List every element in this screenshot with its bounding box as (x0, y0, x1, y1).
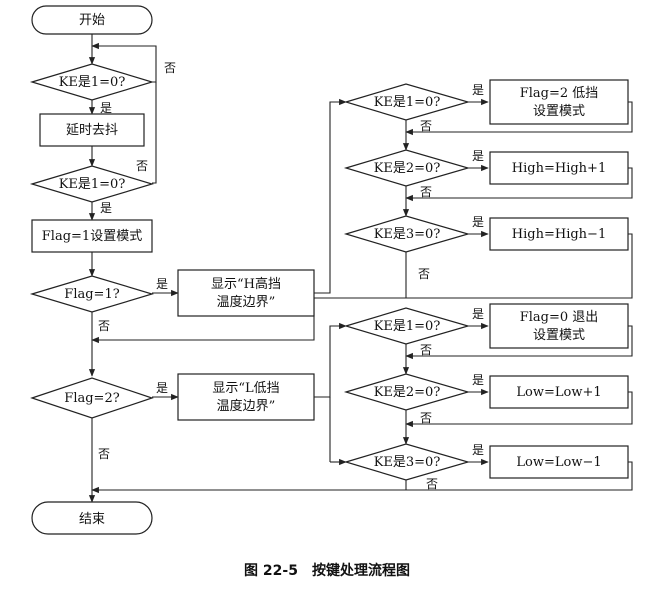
label-yes-ke1a: 是 (100, 101, 112, 115)
decision-h-k2-label: KE是2=0? (374, 161, 441, 176)
decision-h-k3: KE是3=0? (343, 215, 471, 253)
decision-ke1-a-label: KE是1=0? (59, 75, 126, 90)
label-yes-flag2: 是 (156, 381, 168, 395)
edge-h-exit (91, 297, 406, 344)
label-yes-hk3: 是 (472, 215, 484, 229)
step-l-inc-label: Low=Low+1 (516, 385, 601, 400)
edge-linc-return (405, 391, 633, 428)
edge-labels: 否 是 否 是 是 否 是 否 是 否 是 否 是 否 是 否 是 否 是 否 (98, 61, 484, 491)
step-h-dec: High=High−1 (489, 217, 629, 251)
step-set-mode: Flag=1设置模式 (31, 219, 153, 253)
step-show-h-line2: 温度边界” (217, 294, 276, 310)
step-l-flag0-line1: Flag=0 退出 (520, 310, 599, 325)
step-h-flag2-line2: 设置模式 (533, 104, 585, 119)
decision-l-k1: KE是1=0? (343, 307, 471, 345)
edge-hdec-return (406, 233, 633, 299)
label-yes-hk1: 是 (472, 83, 484, 97)
label-yes-hk2: 是 (472, 149, 484, 163)
label-no-hk2: 否 (420, 185, 432, 199)
step-show-h: 显示“H高挡 温度边界” (177, 269, 315, 317)
decision-flag1-label: Flag=1? (64, 287, 119, 302)
label-no-hk3: 否 (418, 267, 430, 281)
label-yes-ke1b: 是 (100, 201, 112, 215)
connectors (88, 34, 633, 503)
step-h-flag2-line1: Flag=2 低挡 (520, 86, 599, 101)
decision-h-k3-label: KE是3=0? (374, 227, 441, 242)
step-show-l-line1: 显示“L低挡 (212, 381, 279, 396)
edge-l-exit (91, 461, 633, 494)
label-no-lk2: 否 (420, 411, 432, 425)
start-node: 开始 (31, 5, 153, 35)
decision-h-k1-label: KE是1=0? (374, 95, 441, 110)
decision-flag2-label: Flag=2? (64, 391, 119, 406)
end-label: 结束 (79, 512, 105, 527)
label-yes-lk2: 是 (472, 373, 484, 387)
label-yes-lk1: 是 (472, 307, 484, 321)
decision-ke1-a: KE是1=0? (29, 63, 155, 101)
edge-showl-to-lk1 (314, 322, 347, 398)
decision-l-k3: KE是3=0? (343, 443, 471, 481)
start-label: 开始 (79, 13, 105, 28)
step-debounce: 延时去抖 (39, 113, 145, 147)
step-show-l: 显示“L低挡 温度边界” (177, 373, 315, 421)
step-l-flag0: Flag=0 退出 设置模式 (489, 303, 629, 349)
decision-flag2: Flag=2? (30, 377, 154, 419)
step-set-mode-label: Flag=1设置模式 (42, 229, 142, 244)
label-yes-flag1: 是 (156, 277, 168, 291)
step-l-dec: Low=Low−1 (489, 445, 629, 479)
step-h-dec-label: High=High−1 (512, 227, 606, 242)
decision-l-k2: KE是2=0? (343, 373, 471, 411)
label-yes-lk3: 是 (472, 443, 484, 457)
edge-hflag2-return (405, 101, 633, 136)
label-no-ke1a: 否 (164, 61, 176, 75)
end-node: 结束 (31, 501, 153, 535)
decision-h-k2: KE是2=0? (343, 149, 471, 187)
edge-showh-to-hk1 (314, 98, 347, 294)
decision-l-k1-label: KE是1=0? (374, 319, 441, 334)
decision-ke1-b: KE是1=0? (29, 165, 155, 203)
decision-ke1-b-label: KE是1=0? (59, 177, 126, 192)
step-show-l-line2: 温度边界” (217, 398, 276, 414)
edge-lflag0-return (405, 325, 633, 360)
label-no-ke1b: 否 (136, 159, 148, 173)
decision-flag1: Flag=1? (29, 275, 155, 313)
decision-l-k2-label: KE是2=0? (374, 385, 441, 400)
label-no-flag2: 否 (98, 447, 110, 461)
step-h-flag2: Flag=2 低挡 设置模式 (489, 79, 629, 125)
figure-caption: 图 22-5 按键处理流程图 (244, 562, 410, 579)
step-debounce-label: 延时去抖 (66, 123, 118, 138)
step-h-inc-label: High=High+1 (512, 161, 606, 176)
step-l-dec-label: Low=Low−1 (516, 455, 601, 470)
edge-ke1b-no-loop (152, 82, 157, 184)
label-no-hk1: 否 (420, 119, 432, 133)
step-show-h-line1: 显示“H高挡 (211, 276, 281, 292)
decision-l-k3-label: KE是3=0? (374, 455, 441, 470)
step-h-inc: High=High+1 (489, 151, 629, 185)
edge-hinc-return (405, 167, 633, 202)
label-no-lk3: 否 (426, 477, 438, 491)
step-l-flag0-line2: 设置模式 (533, 328, 585, 343)
label-no-flag1: 否 (98, 319, 110, 333)
decision-h-k1: KE是1=0? (343, 83, 471, 121)
label-no-lk1: 否 (420, 343, 432, 357)
step-l-inc: Low=Low+1 (489, 375, 629, 409)
